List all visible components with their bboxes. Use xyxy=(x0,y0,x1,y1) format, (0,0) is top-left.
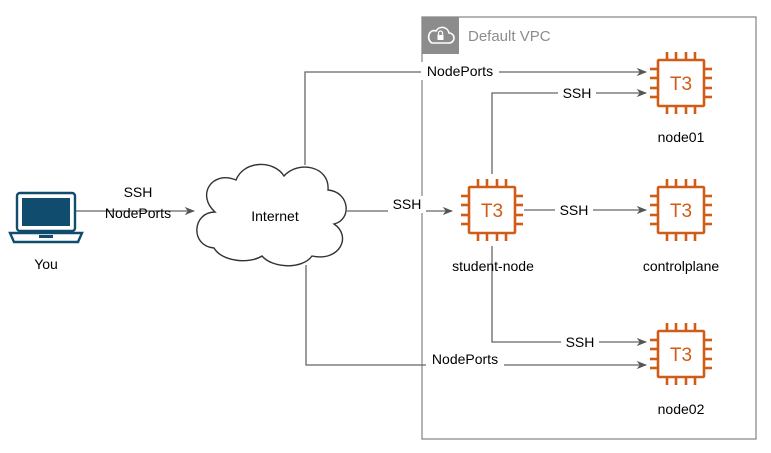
instance-node01[interactable]: T3 xyxy=(648,50,714,116)
svg-text:NodePorts: NodePorts xyxy=(427,63,493,79)
user-link-label-ssh: SSH xyxy=(124,184,153,200)
instance-label-node01: node01 xyxy=(658,129,705,145)
label-student-node02: SSH xyxy=(561,333,599,351)
link-internet-node02 xyxy=(305,265,648,370)
instance-type: T3 xyxy=(481,201,503,222)
label-internet-node01: NodePorts xyxy=(421,62,499,80)
link-student-node01 xyxy=(491,88,648,174)
cloud-icon xyxy=(196,163,347,267)
vpc-boundary xyxy=(421,16,757,440)
svg-text:SSH: SSH xyxy=(566,334,595,350)
laptop-icon xyxy=(8,191,84,244)
instance-label-controlplane: controlplane xyxy=(643,258,719,274)
label-internet-student: SSH xyxy=(388,196,426,213)
svg-text:SSH: SSH xyxy=(393,196,422,212)
svg-text:NodePorts: NodePorts xyxy=(432,351,498,367)
instance-label-node02: node02 xyxy=(658,401,705,417)
internet-label: Internet xyxy=(251,208,299,224)
user-link-label-nodeports: NodePorts xyxy=(105,205,171,221)
label-student-controlplane: SSH xyxy=(555,201,593,219)
instance-type: T3 xyxy=(670,201,692,222)
instance-student-node[interactable]: T3 xyxy=(459,177,525,243)
label-internet-node02: NodePorts xyxy=(426,350,504,368)
svg-text:SSH: SSH xyxy=(560,202,589,218)
instance-type: T3 xyxy=(670,74,692,95)
label-student-node01: SSH xyxy=(558,84,596,102)
instance-label-student-node: student-node xyxy=(452,258,534,274)
svg-text:SSH: SSH xyxy=(563,85,592,101)
instance-type: T3 xyxy=(670,345,692,366)
instance-node02[interactable]: T3 xyxy=(648,321,714,387)
instance-controlplane[interactable]: T3 xyxy=(648,177,714,243)
link-internet-node01 xyxy=(304,67,648,165)
vpc-title: Default VPC xyxy=(468,28,551,45)
cloud-lock-icon xyxy=(422,17,459,54)
user-label: You xyxy=(34,256,58,272)
